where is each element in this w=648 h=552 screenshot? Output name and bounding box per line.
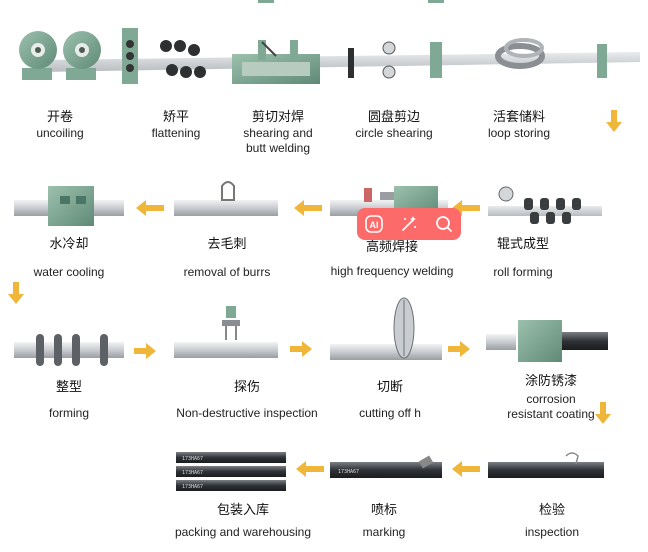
step-high-frequency-welding: 高频焊接 high frequency welding (326, 240, 458, 279)
pipe-mark-1: 173HA67 (182, 456, 203, 462)
roll-forming-graphic (488, 186, 602, 224)
step-water-cooling: 水冷却 water cooling (14, 237, 124, 280)
circle-shear-graphic (348, 41, 442, 79)
marking-graphic: 173HA67 (330, 455, 442, 478)
step-label-en: flattening (151, 126, 201, 140)
arrow-right-2 (290, 341, 312, 357)
step-marking: 喷标 marking (344, 503, 424, 540)
inspection-graphic (488, 452, 604, 478)
step-label-en: removal of burrs (183, 265, 271, 279)
step-label-zh: 圆盘剪边 (367, 110, 420, 125)
arrow-down-1 (606, 110, 622, 132)
ai-button[interactable]: AI (362, 212, 386, 236)
magic-wand-icon (402, 216, 416, 231)
uncoiler-graphic (19, 31, 101, 80)
step-label-zh: 喷标 (370, 503, 397, 518)
step-cutting-off: 切断 cutting off h (342, 380, 438, 421)
step-removal-of-burrs: 去毛刺 removal of burrs (172, 237, 282, 280)
pipe-mark-4: 173HA67 (338, 469, 359, 475)
step-label-en: cutting off h (359, 406, 421, 420)
cutting-graphic (330, 297, 442, 360)
magic-button[interactable] (397, 212, 421, 236)
arrow-down-3 (595, 402, 611, 424)
step-label-en: inspection (524, 525, 580, 539)
step-label-zh: 辊式成型 (496, 237, 549, 252)
step-label-en: butt welding (245, 141, 311, 155)
step-loop-storing: 活套储料 loop storing (474, 110, 564, 141)
coating-graphic (486, 320, 608, 362)
step-label-zh: 活套储料 (492, 110, 545, 125)
step-flattening: 矫平 flattening (136, 110, 216, 141)
pipe-mark-3: 173HA67 (182, 484, 203, 490)
strip-row-1 (40, 52, 640, 72)
step-roll-forming: 辊式成型 roll forming (478, 237, 568, 280)
step-label-en: marking (362, 525, 406, 539)
step-uncoiling: 开卷 uncoiling (20, 110, 100, 141)
arrow-left-1 (136, 200, 164, 216)
step-label-zh: 矫平 (162, 110, 189, 125)
floating-ai-toolbar: AI (357, 208, 461, 240)
loop-storage-graphic (495, 38, 607, 78)
water-cooling-graphic (14, 186, 124, 226)
step-label-en: circle shearing (355, 126, 433, 140)
step-shearing-butt-welding: 剪切对焊 shearing and butt welding (230, 110, 326, 156)
step-forming: 整型 forming (24, 380, 114, 421)
step-label-zh: 检验 (538, 503, 565, 518)
step-label-zh: 涂防锈漆 (524, 374, 577, 389)
packing-graphic: 173HA67 173HA67 173HA67 (176, 452, 286, 491)
step-label-zh: 包装入库 (216, 503, 269, 518)
step-label-en: Non-destructive inspection (176, 406, 318, 420)
flattener-graphic (122, 28, 206, 84)
step-label-zh: 整型 (55, 380, 82, 395)
top-edge-fragment (258, 0, 444, 3)
arrow-left-4 (296, 461, 324, 477)
step-label-en: resistant coating (507, 407, 595, 421)
arrow-down-2 (8, 282, 24, 304)
svg-text:AI: AI (370, 220, 379, 230)
step-label-zh: 水冷却 (49, 237, 89, 252)
search-button[interactable] (432, 212, 456, 236)
shear-weld-graphic (232, 40, 320, 84)
forming-graphic (14, 334, 124, 366)
deburring-graphic (174, 181, 278, 216)
step-label-en: corrosion (526, 392, 576, 406)
arrow-right-1 (134, 343, 156, 359)
step-label-en: packing and warehousing (174, 525, 312, 539)
arrow-left-2 (294, 200, 322, 216)
step-corrosion-resistant-coating: 涂防锈漆 corrosion resistant coating (496, 374, 606, 422)
step-label-en: high frequency welding (330, 264, 454, 278)
step-label-en: uncoiling (36, 126, 84, 140)
step-inspection: 检验 inspection (512, 503, 592, 540)
step-label-en: water cooling (33, 265, 105, 279)
ndt-graphic (174, 306, 278, 358)
step-label-zh: 去毛刺 (207, 237, 247, 252)
step-packing-warehousing: 包装入库 packing and warehousing (168, 503, 318, 540)
step-label-en: shearing and (243, 126, 313, 140)
step-label-en: forming (48, 406, 89, 420)
step-label-en: loop storing (487, 126, 551, 140)
step-label-zh: 探伤 (233, 380, 260, 395)
arrow-right-3 (448, 341, 470, 357)
step-circle-shearing: 圆盘剪边 circle shearing (344, 110, 444, 141)
step-label-zh: 高频焊接 (365, 240, 418, 255)
search-icon (435, 216, 452, 232)
pipe-mark-2: 173HA67 (182, 470, 203, 476)
step-label-zh: 开卷 (46, 110, 73, 125)
step-label-en: roll forming (493, 265, 553, 279)
step-label-zh: 剪切对焊 (251, 110, 304, 125)
step-non-destructive-inspection: 探伤 Non-destructive inspection (172, 380, 322, 421)
arrow-left-5 (452, 461, 480, 477)
step-label-zh: 切断 (376, 380, 403, 395)
ai-icon: AI (365, 215, 384, 233)
